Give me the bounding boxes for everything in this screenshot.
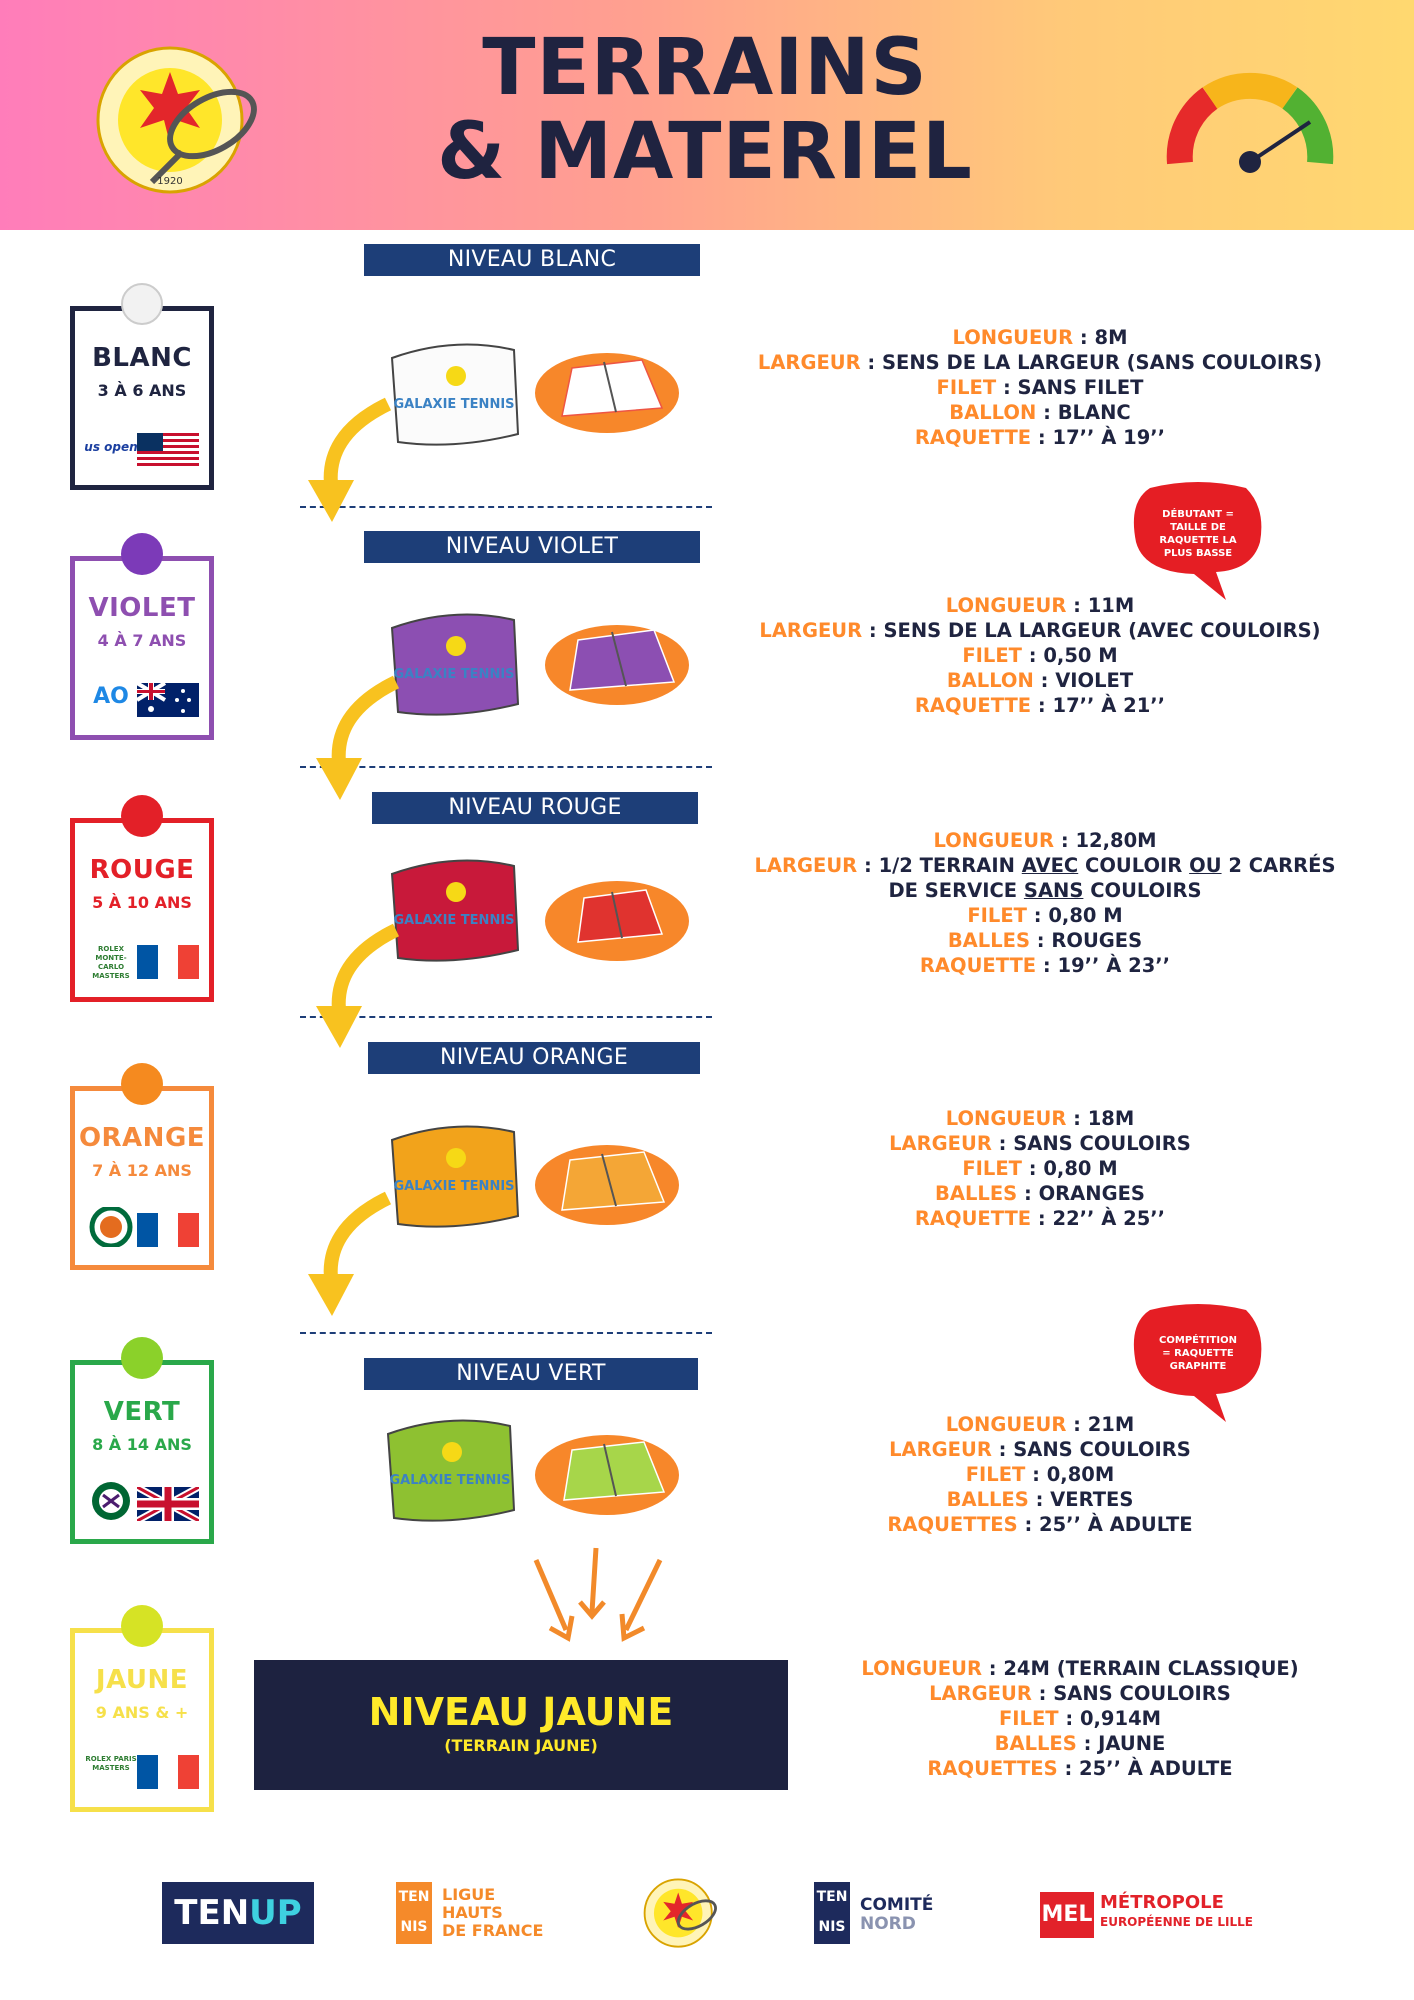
speech-bubble-violet (1133, 482, 1262, 600)
club-logo-small (643, 1878, 717, 1948)
court-orange (535, 1145, 679, 1225)
bag-orange: GALAXIE TENNIS (390, 1125, 520, 1228)
club-logo: 1920 (96, 46, 257, 194)
title-line-1: TERRAINS (482, 23, 928, 113)
separator (300, 766, 712, 768)
mel-logo: MEL MÉTROPOLE EUROPÉENNE DE LILLE (1040, 1888, 1260, 1942)
card-name: ROUGE (89, 855, 195, 885)
info-jaune: LONGUEUR : 24M (TERRAIN CLASSIQUE) LARGE… (861, 1657, 1299, 1780)
bag-violet: GALAXIE TENNIS (390, 613, 520, 716)
club-year: 1920 (157, 176, 182, 187)
niveau-jaune-subtitle: (TERRAIN JAUNE) (444, 1736, 598, 1755)
svg-text:GALAXIE TENNIS: GALAXIE TENNIS (393, 913, 514, 928)
card-name: BLANC (92, 343, 192, 373)
page-header: 1920 TERRAINS & MATERIEL (0, 0, 1414, 230)
card-age: 5 À 10 ANS (92, 893, 192, 912)
niveau-blanc-bar: NIVEAU BLANC (364, 244, 700, 276)
info-rouge: LONGUEUR : 12,80M LARGEUR : 1/2 TERRAIN … (754, 829, 1336, 977)
australia-flag-icon (137, 683, 199, 717)
bag-red: GALAXIE TENNIS (390, 859, 520, 962)
info-vert: LONGUEUR : 21M LARGEUR : SANS COULOIRS F… (887, 1413, 1193, 1536)
card-orange: ORANGE 7 À 12 ANS (70, 1063, 214, 1270)
france-flag-icon (137, 945, 199, 979)
card-name: VIOLET (88, 593, 196, 623)
usa-flag-icon (137, 433, 199, 467)
france-flag-icon (137, 1755, 199, 1789)
card-age: 7 À 12 ANS (92, 1161, 192, 1180)
card-name: JAUNE (95, 1665, 189, 1695)
info-blanc: LONGUEUR : 8M LARGEUR : SENS DE LA LARGE… (757, 326, 1323, 449)
arrow-down-icon (308, 1191, 392, 1316)
niveau-violet-bar: NIVEAU VIOLET (364, 531, 700, 563)
card-age: 8 À 14 ANS (92, 1435, 192, 1454)
arrow-down-icon (316, 923, 400, 1048)
card-age: 4 À 7 ANS (97, 631, 187, 650)
card-rouge: ROUGE 5 À 10 ANS ROLEX MONTE-CARLO MASTE… (70, 795, 214, 1002)
rolex-paris-masters-logo: ROLEX PARIS MASTERS (85, 1755, 137, 1772)
speech-bubble-vert (1133, 1304, 1262, 1422)
separator (300, 506, 712, 508)
info-violet: LONGUEUR : 11M LARGEUR : SENS DE LA LARG… (759, 594, 1321, 717)
wimbledon-logo (92, 1482, 130, 1520)
orange-ball-icon (121, 1063, 163, 1105)
roland-garros-logo (89, 1207, 133, 1247)
tenup-logo: TENUP (162, 1882, 314, 1944)
svg-text:GALAXIE TENNIS: GALAXIE TENNIS (393, 1179, 514, 1194)
speedometer-icon (1166, 72, 1334, 173)
card-vert: VERT 8 À 14 ANS (70, 1337, 214, 1544)
white-ball-icon (121, 283, 163, 325)
svg-text:GALAXIE TENNIS: GALAXIE TENNIS (389, 1473, 510, 1488)
card-jaune: JAUNE 9 ANS & + ROLEX PARIS MASTERS (70, 1605, 214, 1812)
card-age: 3 À 6 ANS (97, 381, 187, 400)
yellow-ball-icon (121, 1605, 163, 1647)
card-age: 9 ANS & + (95, 1703, 189, 1722)
australian-open-logo: AO (93, 684, 129, 709)
page-title: TERRAINS & MATERIEL (380, 26, 1030, 194)
niveau-rouge-bar: NIVEAU ROUGE (372, 792, 698, 824)
card-blanc: BLANC 3 À 6 ANS us open (70, 283, 214, 490)
france-flag-icon (137, 1213, 199, 1247)
violet-ball-icon (121, 533, 163, 575)
red-ball-icon (121, 795, 163, 837)
svg-text:GALAXIE TENNIS: GALAXIE TENNIS (393, 667, 514, 682)
svg-text:GALAXIE TENNIS: GALAXIE TENNIS (393, 397, 514, 412)
convergence-arrows-icon (533, 1547, 663, 1642)
uk-flag-icon (137, 1487, 199, 1521)
green-ball-icon (121, 1337, 163, 1379)
court-violet (545, 625, 689, 705)
court-white (535, 353, 679, 433)
us-open-logo: us open (84, 440, 138, 454)
card-name: ORANGE (78, 1123, 206, 1153)
monte-carlo-logo: ROLEX MONTE-CARLO MASTERS (92, 945, 130, 980)
court-red (545, 881, 689, 961)
niveau-jaune-box: NIVEAU JAUNE (TERRAIN JAUNE) (254, 1660, 788, 1790)
title-line-2: & MATERIEL (437, 107, 973, 197)
card-violet: VIOLET 4 À 7 ANS AO (70, 533, 214, 740)
separator (300, 1016, 712, 1018)
niveau-vert-bar: NIVEAU VERT (364, 1358, 698, 1390)
court-green (535, 1435, 679, 1515)
arrow-down-icon (308, 397, 392, 522)
bag-white: GALAXIE TENNIS (390, 343, 520, 446)
arrow-down-icon (316, 675, 400, 800)
card-name: VERT (103, 1397, 181, 1427)
niveau-orange-bar: NIVEAU ORANGE (368, 1042, 700, 1074)
bag-green: GALAXIE TENNIS (386, 1419, 516, 1522)
separator (300, 1332, 712, 1334)
info-orange: LONGUEUR : 18M LARGEUR : SANS COULOIRS F… (889, 1107, 1191, 1230)
niveau-jaune-title: NIVEAU JAUNE (368, 1690, 674, 1734)
